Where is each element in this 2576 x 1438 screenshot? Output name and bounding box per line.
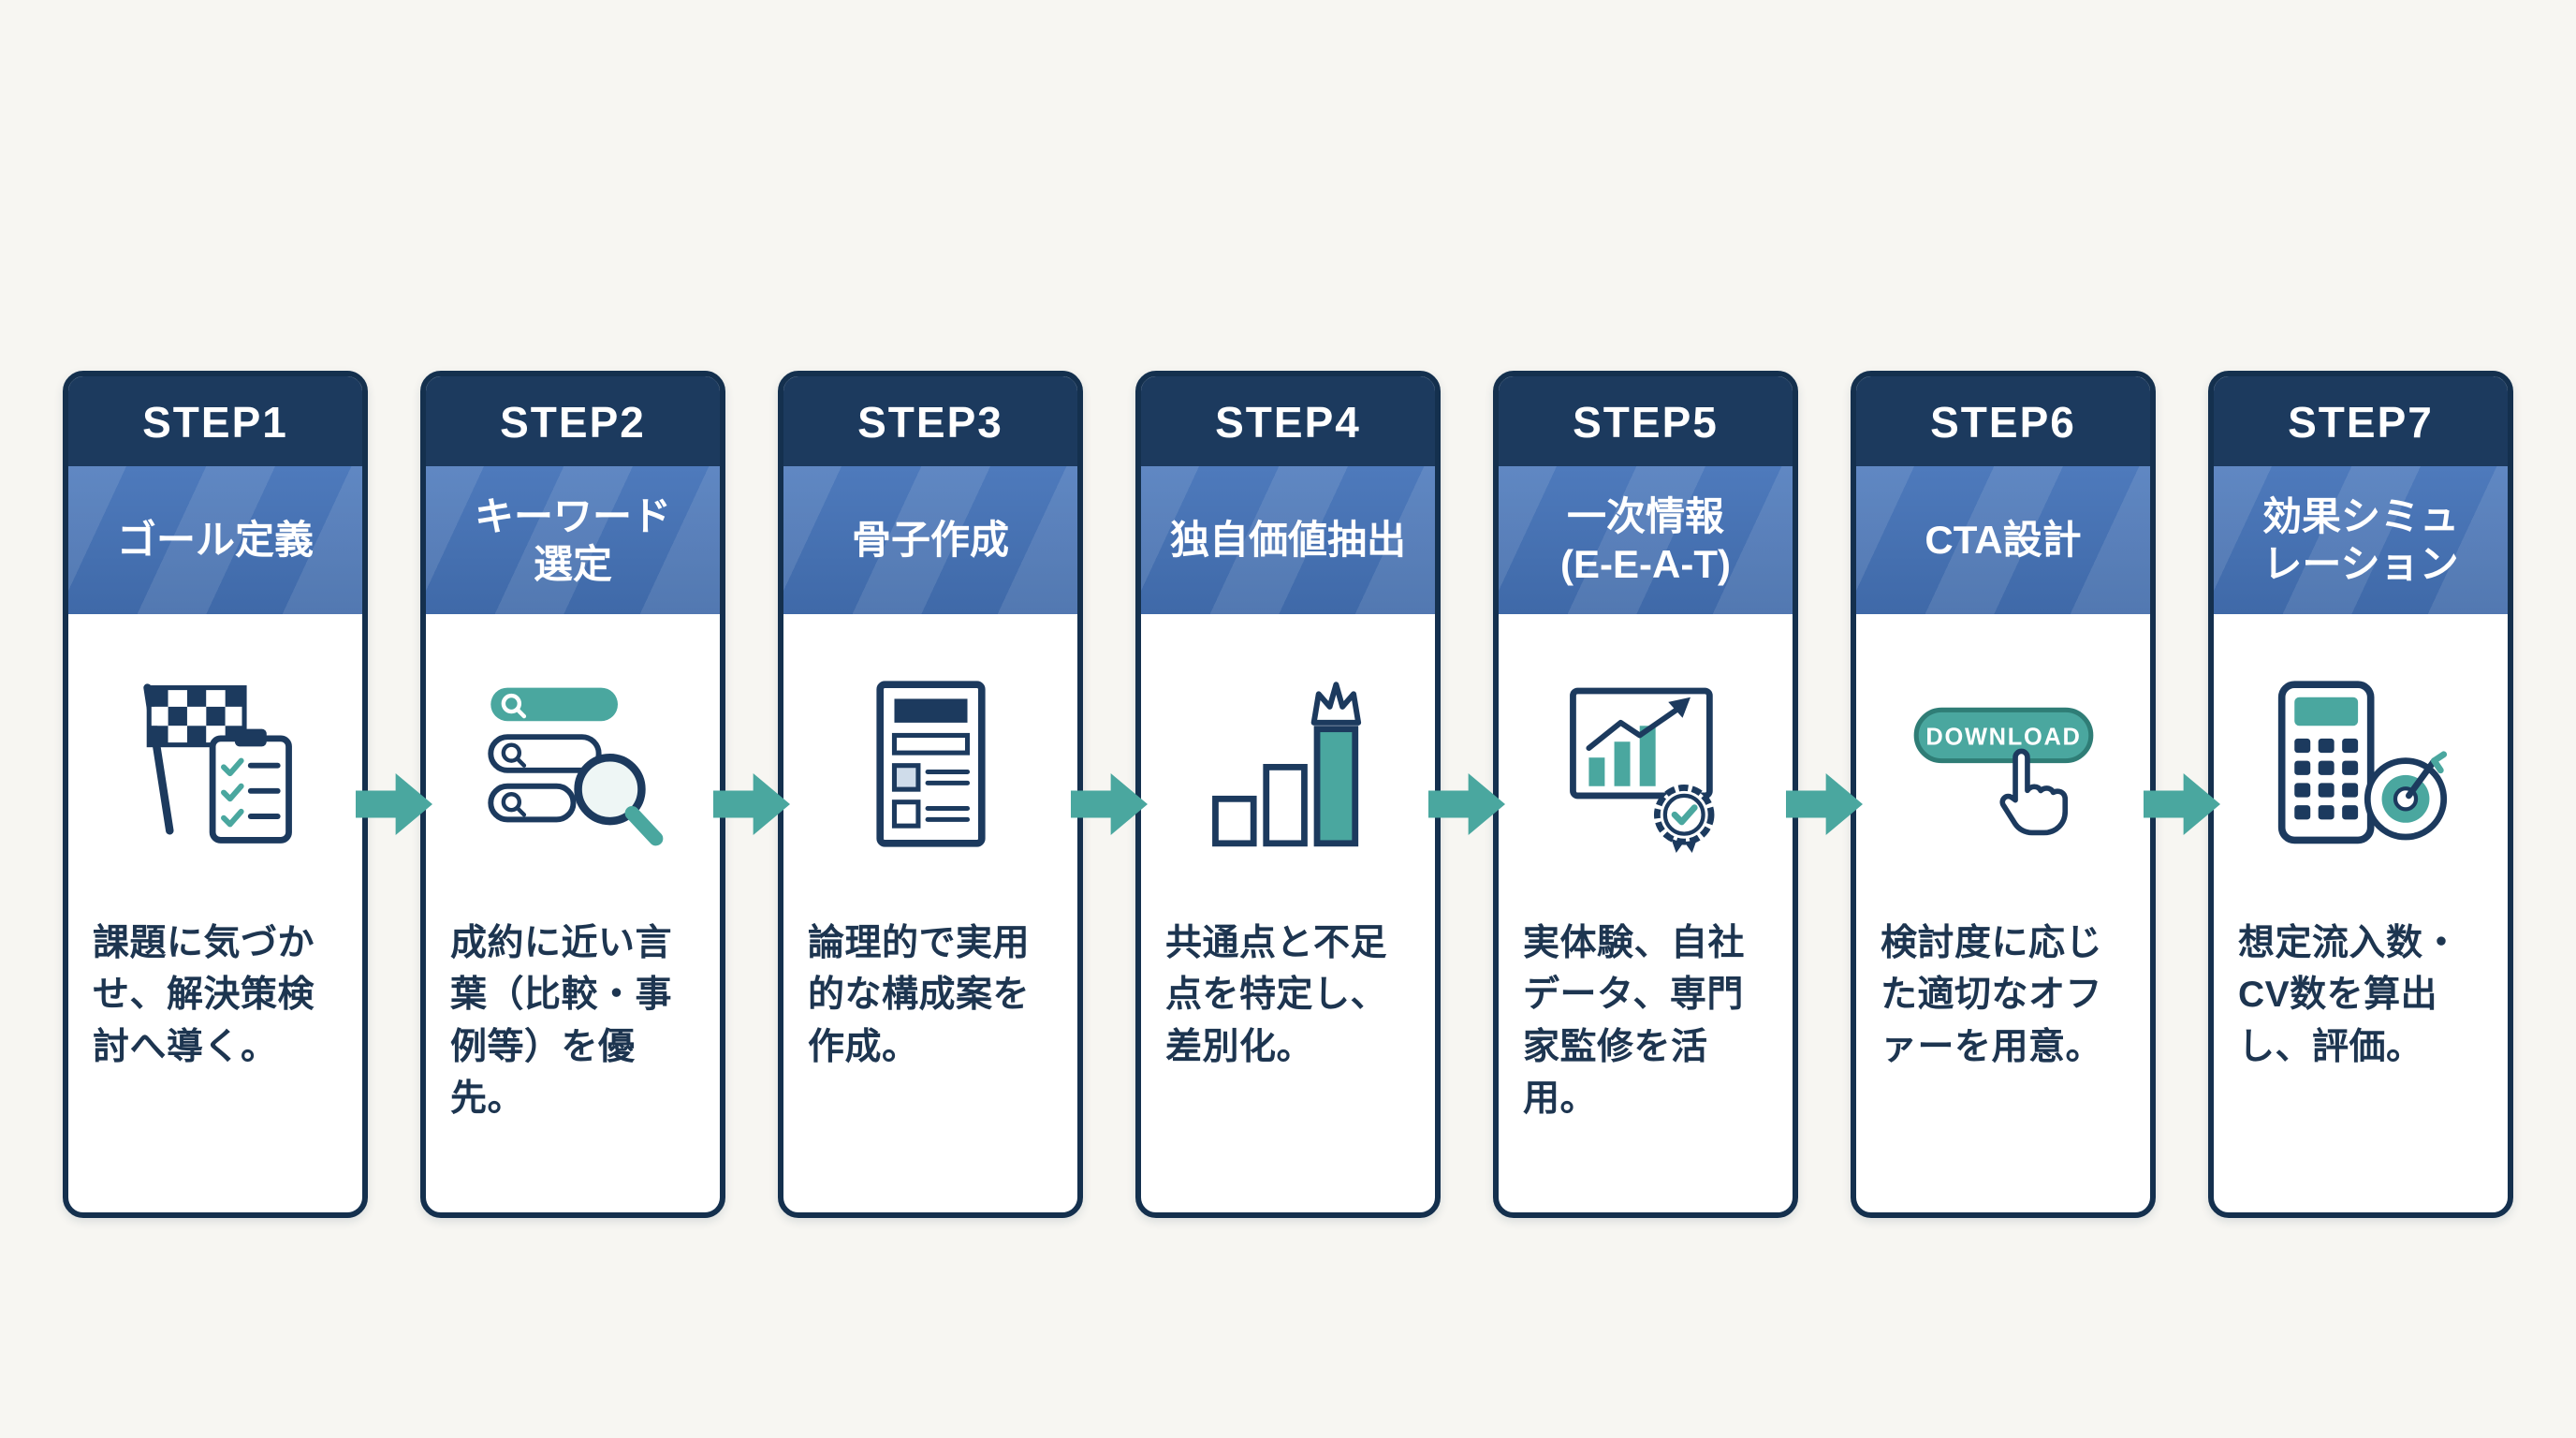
bar-chart-crown-icon — [1141, 614, 1435, 914]
keyword-search-icon — [426, 614, 720, 914]
arrow-icon — [2144, 773, 2220, 835]
step-title: 独自価値抽出 — [1141, 466, 1435, 614]
step-description: 共通点と不足点を特定し、差別化。 — [1165, 923, 1388, 1067]
document-outline-icon — [783, 614, 1077, 914]
step-title: キーワード 選定 — [426, 466, 720, 614]
step-header: STEP6 — [1856, 376, 2150, 466]
calculator-target-icon — [2214, 614, 2508, 914]
step-description: 検討度に応じた適切なオファーを用意。 — [1881, 923, 2103, 1067]
step-header: STEP5 — [1499, 376, 1793, 466]
arrow-icon — [1428, 773, 1505, 835]
arrow-icon — [1071, 773, 1148, 835]
svg-text:DOWNLOAD: DOWNLOAD — [1925, 725, 2081, 751]
step-card-5: STEP5 一次情報 (E-E-A-T) 実体験、自社データ、専門家監修を活用。 — [1493, 371, 1798, 1218]
step-title: 一次情報 (E-E-A-T) — [1499, 466, 1793, 614]
step-header: STEP4 — [1141, 376, 1435, 466]
step-title: CTA設計 — [1856, 466, 2150, 614]
step-description: 成約に近い言葉（比較・事例等）を優先。 — [450, 923, 673, 1120]
step-header: STEP2 — [426, 376, 720, 466]
step-card-6: STEP6 CTA設計 DOWNLOAD 検討度に応じた適切なオファーを用意。 — [1851, 371, 2156, 1218]
step-description: 課題に気づかせ、解決策検討へ導く。 — [93, 923, 315, 1067]
step-title: 効果シミュ レーション — [2214, 466, 2508, 614]
chart-award-badge-icon — [1499, 614, 1793, 914]
step-header: STEP3 — [783, 376, 1077, 466]
arrow-icon — [1786, 773, 1863, 835]
flag-checklist-icon — [68, 614, 362, 914]
process-flow: STEP1 ゴール定義 課題に気づかせ、解決策検討 — [63, 371, 2513, 1218]
step-description: 想定流入数・CV数を算出し、評価。 — [2238, 923, 2461, 1067]
step-card-7: STEP7 効果シミュ レーション 想定流入数・CV数を算出し、評価 — [2208, 371, 2513, 1218]
download-button-cursor-icon: DOWNLOAD — [1856, 614, 2150, 914]
step-description: 実体験、自社データ、専門家監修を活用。 — [1523, 923, 1746, 1120]
step-card-4: STEP4 独自価値抽出 共通点と不足点を特定し、差別化。 — [1135, 371, 1441, 1218]
step-header: STEP7 — [2214, 376, 2508, 466]
step-title: ゴール定義 — [68, 466, 362, 614]
arrow-icon — [356, 773, 432, 835]
step-description: 論理的で実用的な構成案を作成。 — [808, 923, 1031, 1067]
step-header: STEP1 — [68, 376, 362, 466]
step-card-1: STEP1 ゴール定義 課題に気づかせ、解決策検討 — [63, 371, 368, 1218]
step-card-3: STEP3 骨子作成 論理的で実用的な構成案を作成。 — [778, 371, 1083, 1218]
step-title: 骨子作成 — [783, 466, 1077, 614]
step-card-2: STEP2 キーワード 選定 成約に近い言葉（比較・事例等）を優先。 — [420, 371, 725, 1218]
arrow-icon — [713, 773, 790, 835]
